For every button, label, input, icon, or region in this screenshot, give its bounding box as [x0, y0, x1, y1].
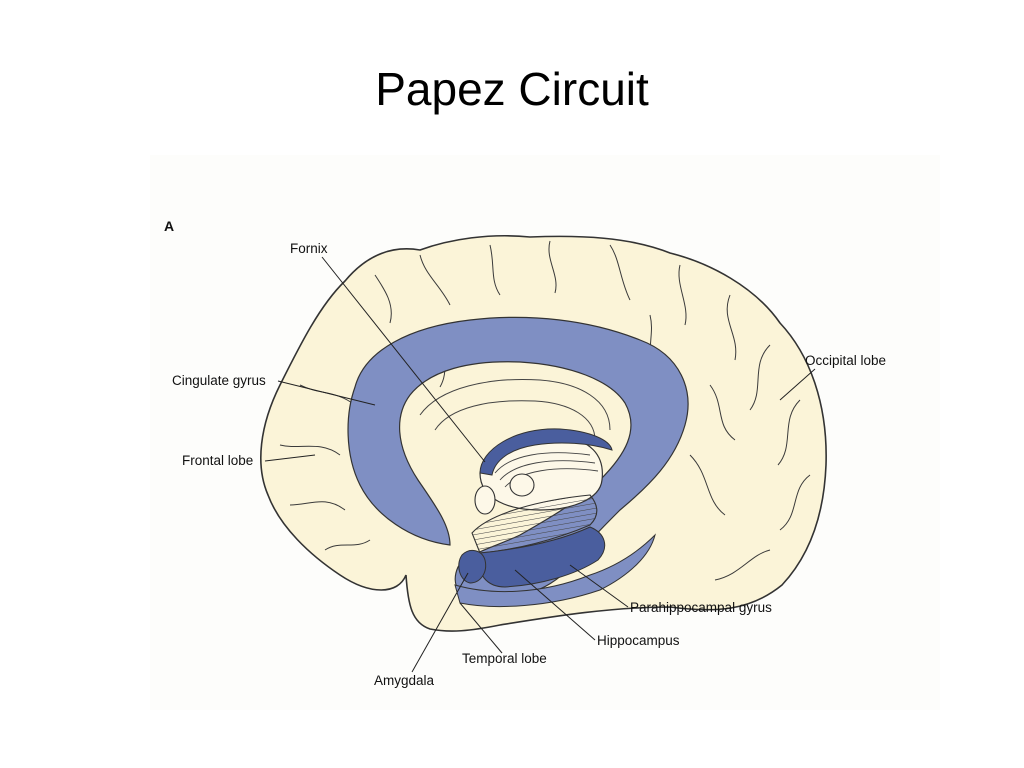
label-occipital-lobe: Occipital lobe [805, 353, 886, 368]
label-temporal-lobe: Temporal lobe [462, 651, 547, 666]
leader-lines [264, 256, 816, 673]
hatched-region [471, 494, 598, 554]
brain-figure: A Fornix Cingulate gyrus Frontal lobe Oc… [150, 155, 940, 710]
oval-left [474, 485, 496, 515]
inner-rings [419, 379, 611, 441]
brain-diagram: A Fornix Cingulate gyrus Frontal lobe Oc… [164, 218, 886, 688]
leader-frontal [264, 454, 316, 462]
mammillary-oval [509, 473, 535, 497]
label-cingulate-gyrus: Cingulate gyrus [172, 373, 266, 388]
leader-parahippocampal [569, 564, 629, 608]
leader-amygdala [411, 572, 469, 673]
hippocampus-shape [478, 526, 606, 588]
leader-hippocampus [514, 569, 596, 641]
fornix-shape [479, 428, 613, 476]
panel-label: A [164, 218, 174, 234]
label-fornix: Fornix [290, 241, 328, 256]
leader-fornix [321, 256, 486, 463]
leader-temporal [459, 602, 503, 654]
leader-occipital [779, 368, 816, 401]
slide-title: Papez Circuit [375, 63, 649, 115]
label-frontal-lobe: Frontal lobe [182, 453, 253, 468]
sulci-lines [279, 240, 811, 581]
amygdala-shape [458, 549, 487, 584]
label-amygdala: Amygdala [374, 673, 435, 688]
label-hippocampus: Hippocampus [597, 633, 680, 648]
leader-cingulate [277, 380, 376, 406]
label-parahippocampal-gyrus: Parahippocampal gyrus [630, 600, 772, 615]
